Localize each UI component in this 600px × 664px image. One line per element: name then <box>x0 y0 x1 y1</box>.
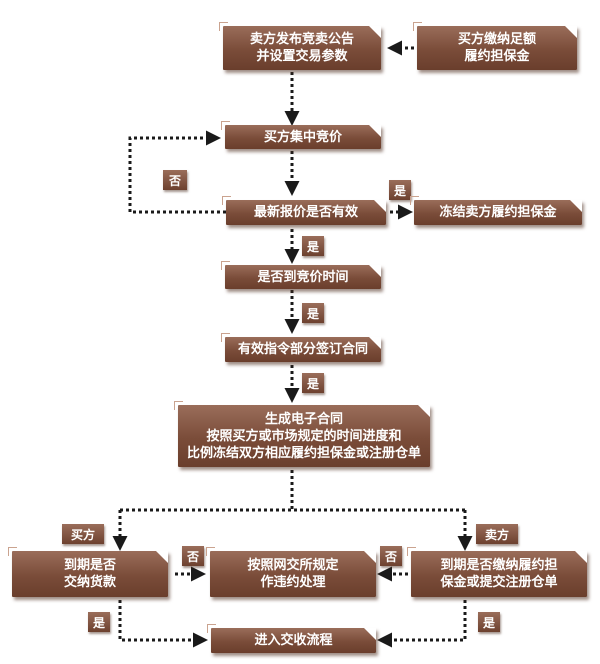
node-latest-bid-valid: 最新报价是否有效 <box>222 196 386 225</box>
label-yes-time-text: 是 <box>306 239 319 254</box>
node-seller-deposit-check: 到期是否缴纳履约担 保金或提交注册仓单 <box>407 547 587 597</box>
label-buyer-tag: 买方 <box>62 524 104 544</box>
label-yes-contract: 是 <box>302 373 324 393</box>
node-delivery-process: 进入交收流程 <box>207 624 376 653</box>
node-seller-announce-text: 卖方发布竞卖公告 并设置交易参数 <box>249 32 354 64</box>
node-buyer-deposit: 买方缴纳足额 履约担保金 <box>413 22 577 70</box>
node-bid-time-reached: 是否到竞价时间 <box>221 261 381 289</box>
node-buyer-pay-check-text: 到期是否 交纳货款 <box>63 558 116 590</box>
label-seller-tag-text: 卖方 <box>484 527 509 542</box>
node-default-handling: 按照网交所规定 作违约处理 <box>206 547 376 597</box>
arrow-loop-no <box>128 130 226 214</box>
node-valid-order-sign-text: 有效指令部分签订合同 <box>237 342 368 357</box>
label-yes-seller-text: 是 <box>482 615 495 630</box>
label-buyer-tag-text: 买方 <box>70 527 95 542</box>
label-yes-freeze: 是 <box>389 180 411 200</box>
arrow-seller-yes <box>377 600 467 648</box>
node-latest-bid-valid-text: 最新报价是否有效 <box>253 205 358 220</box>
label-no-buyer-text: 否 <box>186 549 199 564</box>
node-delivery-process-text: 进入交收流程 <box>254 633 333 648</box>
label-no-buyer: 否 <box>182 546 204 566</box>
label-yes-time: 是 <box>302 236 324 256</box>
node-generate-contract: 生成电子合同 按照买方或市场规定的时间进度和 比例冻结双方相应履约担保金或注册仓… <box>174 401 430 467</box>
label-yes-buyer: 是 <box>88 612 110 632</box>
label-no-seller: 否 <box>380 546 402 566</box>
label-yes-seller: 是 <box>478 612 500 632</box>
label-no-loop-text: 否 <box>168 173 181 188</box>
arrow-buyer-yes <box>118 600 208 648</box>
node-freeze-seller-deposit: 冻结卖方履约担保金 <box>410 196 582 225</box>
label-yes-sign-text: 是 <box>306 306 319 321</box>
node-freeze-seller-deposit-text: 冻结卖方履约担保金 <box>439 205 557 220</box>
node-buyer-bidding-text: 买方集中竞价 <box>263 129 342 145</box>
node-seller-deposit-check-text: 到期是否缴纳履约担 保金或提交注册仓单 <box>440 558 558 590</box>
label-seller-tag: 卖方 <box>476 524 518 544</box>
node-bid-time-reached-text: 是否到竞价时间 <box>257 269 349 285</box>
node-seller-announce: 卖方发布竞卖公告 并设置交易参数 <box>219 22 381 70</box>
label-no-loop: 否 <box>163 170 187 190</box>
label-yes-contract-text: 是 <box>306 376 319 391</box>
node-generate-contract-text: 生成电子合同 按照买方或市场规定的时间进度和 比例冻结双方相应履约担保金或注册仓… <box>186 411 421 461</box>
label-yes-sign: 是 <box>302 303 324 323</box>
node-buyer-bidding: 买方集中竞价 <box>221 121 381 149</box>
label-yes-buyer-text: 是 <box>92 615 105 630</box>
node-default-handling-text: 按照网交所规定 作违约处理 <box>247 558 339 590</box>
node-buyer-pay-check: 到期是否 交纳货款 <box>8 547 168 597</box>
label-yes-freeze-text: 是 <box>393 183 406 198</box>
label-no-seller-text: 否 <box>384 549 397 564</box>
node-buyer-deposit-text: 买方缴纳足额 履约担保金 <box>457 32 536 64</box>
node-valid-order-sign: 有效指令部分签订合同 <box>221 333 381 362</box>
